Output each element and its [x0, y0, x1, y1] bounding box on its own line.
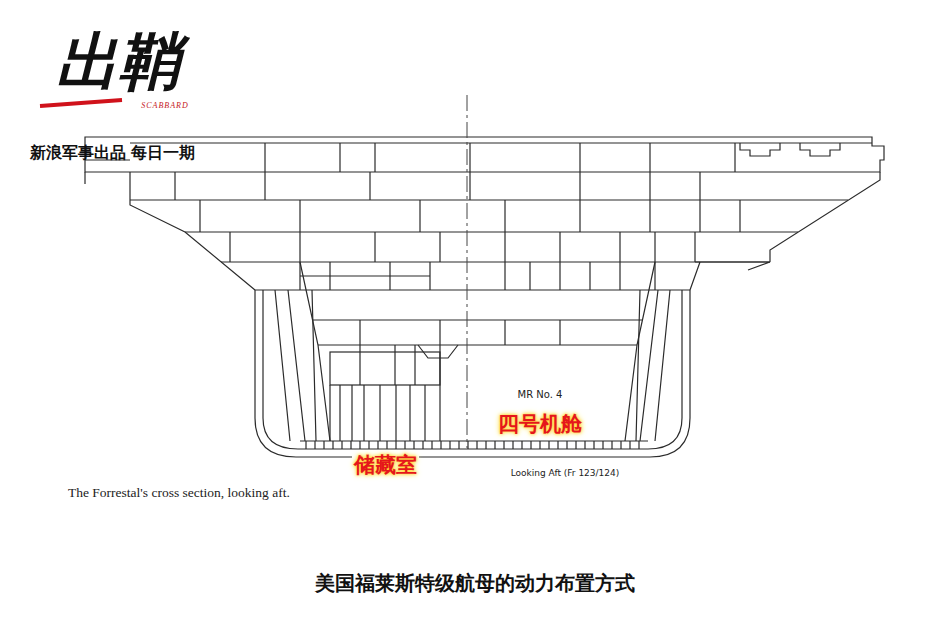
figure-caption: 美国福莱斯特级航母的动力布置方式 [315, 572, 635, 595]
view-note: Looking Aft (Fr 123/124) [509, 468, 622, 478]
source-caption: The Forrestal's cross section, looking a… [68, 485, 290, 501]
centerline [467, 95, 468, 448]
compartment-label: 储藏室 [352, 453, 419, 477]
compartment-code: MR No. 4 [518, 389, 563, 401]
logo-text: 出鞘 [56, 26, 180, 97]
compartment-label: 四号机舱 [496, 412, 584, 436]
logo-mark [40, 100, 122, 106]
logo-subtitle: SCABBARD [141, 101, 189, 110]
hull-lines [85, 137, 884, 457]
publisher-note: 新浪军事出品 每日一期 [30, 145, 195, 163]
machinery-room: MR No. 4 四号机舱 [440, 345, 625, 441]
